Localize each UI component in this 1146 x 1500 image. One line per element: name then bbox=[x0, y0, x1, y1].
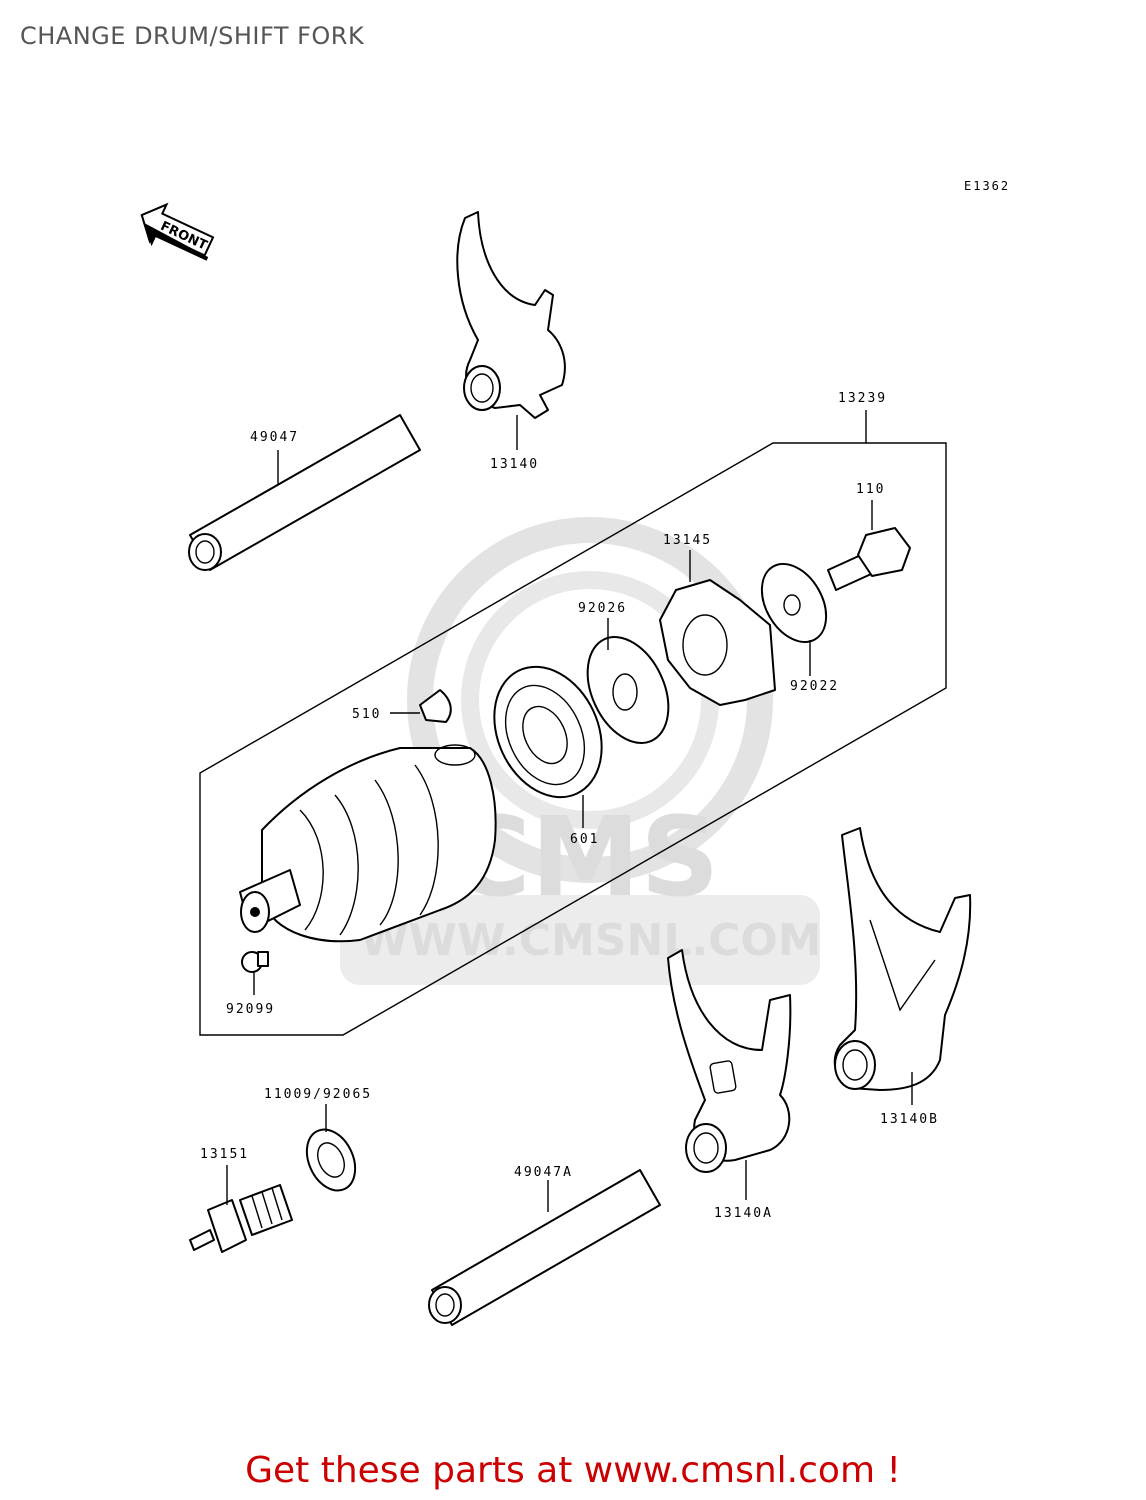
bolt-110: 110 bbox=[827, 482, 911, 591]
assembly-frame bbox=[199, 442, 947, 1036]
part-label-49047: 49047 bbox=[250, 430, 299, 445]
pin-holder-13145: 13145 bbox=[659, 533, 776, 706]
shaft-49047: 49047 bbox=[188, 414, 421, 571]
part-label-92022: 92022 bbox=[790, 679, 839, 694]
footer-link[interactable]: Get these parts at www.cmsnl.com ! bbox=[245, 1450, 901, 1491]
switch-13151: 13151 bbox=[189, 1147, 293, 1253]
part-label-110: 110 bbox=[856, 482, 885, 497]
shaft-49047a: 49047A bbox=[428, 1165, 661, 1326]
shift-fork-13140: 13140 bbox=[456, 211, 566, 472]
part-label-13151: 13151 bbox=[200, 1147, 249, 1162]
shift-fork-13140b: 13140B bbox=[833, 827, 972, 1127]
part-label-92099: 92099 bbox=[226, 1002, 275, 1017]
part-label-13140: 13140 bbox=[490, 457, 539, 472]
part-label-601: 601 bbox=[570, 832, 599, 847]
washer-92022: 92022 bbox=[760, 563, 839, 694]
part-label-13239: 13239 bbox=[838, 391, 887, 406]
change-drum bbox=[239, 744, 497, 943]
part-label-13140a: 13140A bbox=[714, 1206, 773, 1221]
part-label-13145: 13145 bbox=[663, 533, 712, 548]
front-arrow-icon: FRONT bbox=[140, 202, 215, 261]
key-510: 510 bbox=[352, 689, 452, 723]
part-label-49047a: 49047A bbox=[514, 1165, 573, 1180]
washer-11009-92065: 11009/92065 bbox=[264, 1087, 372, 1192]
shift-fork-13140a: 13140A bbox=[667, 949, 792, 1221]
washer-92026: 92026 bbox=[578, 601, 670, 744]
bearing-601: 601 bbox=[493, 665, 603, 847]
page-title: CHANGE DRUM/SHIFT FORK bbox=[20, 22, 365, 50]
part-label-92026: 92026 bbox=[578, 601, 627, 616]
part-label-11009-92065: 11009/92065 bbox=[264, 1087, 372, 1102]
ref-code: E1362 bbox=[964, 179, 1010, 193]
watermark: CMS WWW.CMSNL.COM bbox=[340, 517, 822, 985]
part-label-510: 510 bbox=[352, 707, 381, 722]
screw-92099: 92099 bbox=[226, 951, 275, 1017]
part-label-13140b: 13140B bbox=[880, 1112, 939, 1127]
watermark-url: WWW.CMSNL.COM bbox=[360, 915, 822, 966]
